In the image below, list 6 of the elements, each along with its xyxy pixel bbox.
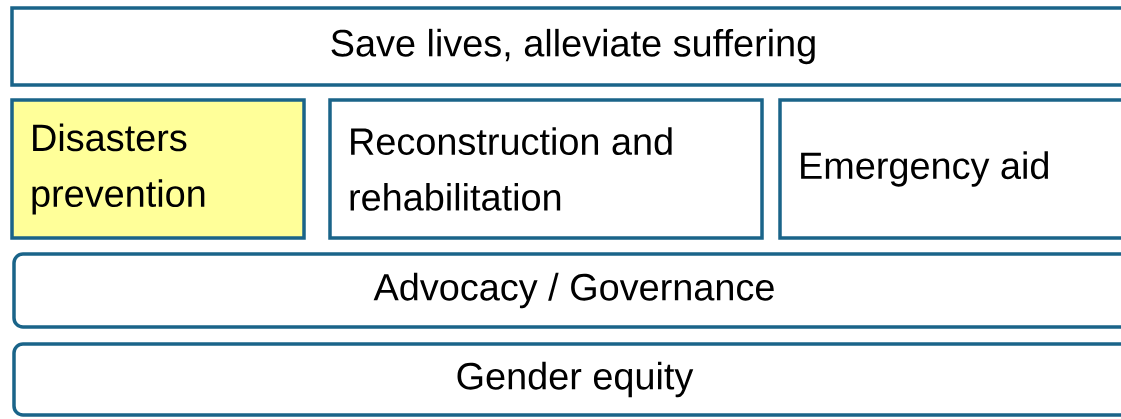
text-box: Emergency aid bbox=[778, 98, 1121, 240]
text-box: Disasters prevention bbox=[10, 98, 306, 240]
text-box: Advocacy / Governance bbox=[12, 252, 1121, 329]
text-box: Reconstruction and rehabilitation bbox=[328, 98, 764, 240]
text-box: Save lives, alleviate suffering bbox=[10, 6, 1121, 87]
text-box: Gender equity bbox=[12, 342, 1121, 417]
